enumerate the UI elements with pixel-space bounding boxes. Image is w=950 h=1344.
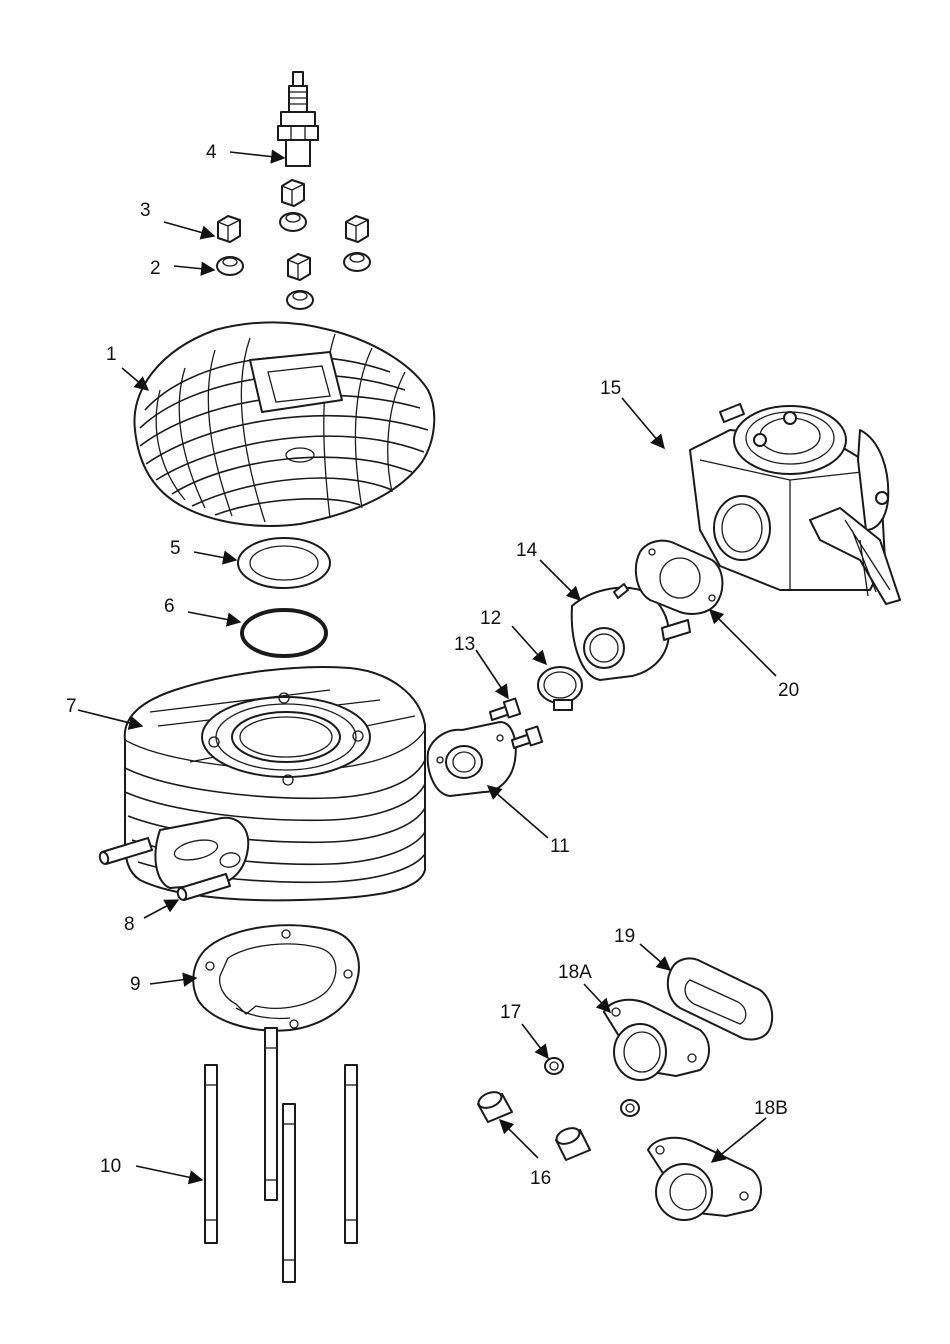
callout-16: 16 <box>530 1168 551 1189</box>
part-flange-bolts <box>489 697 544 749</box>
callout-11: 11 <box>550 836 570 857</box>
part-intake-flange <box>426 721 517 797</box>
callout-14: 14 <box>516 540 538 561</box>
part-nut-top <box>281 179 305 207</box>
callout-5: 5 <box>170 538 181 559</box>
callout-19: 19 <box>614 926 635 947</box>
callout-3: 3 <box>140 200 151 221</box>
part-dowel-pins <box>98 837 231 901</box>
part-washer-left <box>216 256 244 276</box>
part-cylinder-head <box>133 321 436 527</box>
part-spacers <box>477 1091 591 1161</box>
part-intake-manifold <box>570 583 691 681</box>
part-base-gasket <box>192 924 360 1032</box>
callout-7: 7 <box>66 696 77 717</box>
part-nut-center <box>287 253 311 281</box>
part-o-ring <box>240 608 328 658</box>
callout-13: 13 <box>454 634 475 655</box>
callout-12: 12 <box>480 608 501 629</box>
part-spark-plug <box>277 71 319 167</box>
part-washer-right <box>343 252 371 272</box>
leader-lines <box>77 149 777 1185</box>
callout-labels: 4 3 2 1 5 6 7 8 9 10 11 12 13 14 15 16 1… <box>66 142 799 1189</box>
part-small-washers <box>544 1057 640 1117</box>
callout-18a: 18A <box>558 962 592 983</box>
callout-2: 2 <box>150 258 161 279</box>
callout-6: 6 <box>164 596 175 617</box>
part-reed-gasket <box>666 957 774 1041</box>
callout-10: 10 <box>100 1156 121 1177</box>
part-washer-top <box>279 212 307 232</box>
part-cylinder <box>123 666 426 902</box>
callout-15: 15 <box>600 378 621 399</box>
part-adapter-18b <box>647 1136 762 1221</box>
part-carburetor <box>689 403 901 605</box>
part-adapter-18a <box>603 998 710 1081</box>
part-head-gasket <box>237 537 331 589</box>
part-hose-clamp <box>537 666 583 711</box>
part-nut-left <box>217 215 241 243</box>
callout-1: 1 <box>106 344 117 365</box>
callout-20: 20 <box>778 680 799 701</box>
part-studs <box>204 1027 358 1283</box>
callout-18b: 18B <box>754 1098 788 1119</box>
part-nut-right <box>345 215 369 243</box>
part-washer-center <box>286 290 314 310</box>
part-carb-gasket <box>634 539 724 615</box>
callout-4: 4 <box>206 142 217 163</box>
callout-17: 17 <box>500 1002 521 1023</box>
callout-8: 8 <box>124 914 135 935</box>
callout-9: 9 <box>130 974 141 995</box>
